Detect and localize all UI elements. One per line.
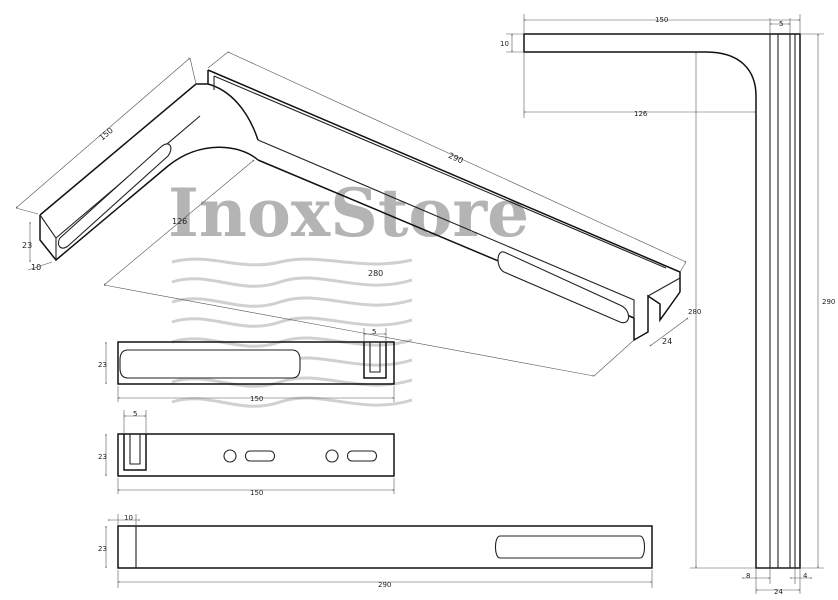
iso-dim-depth: 24 bbox=[662, 337, 672, 346]
side-top-dim-length: 150 bbox=[250, 395, 263, 403]
side-view-top: 150 23 5 bbox=[98, 328, 395, 403]
iso-dim-inner: 126 bbox=[172, 217, 187, 226]
side-mid-dim-height: 23 bbox=[98, 453, 107, 461]
front-dim-inner: 126 bbox=[634, 110, 648, 118]
side-view-middle: 150 23 5 bbox=[98, 410, 395, 497]
iso-dim-wall: 10 bbox=[31, 263, 41, 272]
side-bottom-dim-wall: 10 bbox=[124, 514, 133, 522]
front-view: 150 10 126 280 290 5 8 4 24 bbox=[500, 14, 835, 596]
front-dim-slot: 5 bbox=[779, 20, 783, 28]
front-dim-left: 8 bbox=[746, 572, 750, 580]
front-dim-total: 290 bbox=[822, 298, 835, 306]
watermark-brand: InoxStore bbox=[168, 174, 529, 252]
iso-dim-width: 150 bbox=[97, 126, 114, 143]
side-top-dim-slot: 5 bbox=[372, 328, 376, 336]
side-top-dim-height: 23 bbox=[98, 361, 107, 369]
front-dim-height: 280 bbox=[688, 308, 701, 316]
isometric-bracket-view: 150 290 126 280 23 10 24 bbox=[16, 52, 688, 376]
side-bottom-dim-length: 290 bbox=[378, 581, 391, 589]
front-dim-wall: 10 bbox=[500, 40, 509, 48]
iso-dim-lower: 280 bbox=[368, 269, 383, 278]
iso-dim-length: 290 bbox=[447, 151, 465, 165]
front-dim-right: 4 bbox=[803, 572, 808, 580]
side-bottom-dim-height: 23 bbox=[98, 545, 107, 553]
side-view-bottom: 290 23 10 bbox=[98, 514, 653, 589]
side-mid-dim-length: 150 bbox=[250, 489, 263, 497]
side-mid-dim-slot: 5 bbox=[133, 410, 137, 418]
iso-dim-height: 23 bbox=[22, 241, 32, 250]
front-dim-width: 150 bbox=[655, 16, 668, 24]
front-dim-depth: 24 bbox=[774, 588, 783, 596]
